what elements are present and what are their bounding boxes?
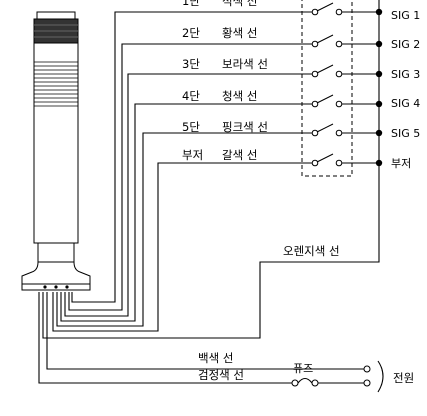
wire-color-label: 핑크색 선 — [222, 120, 268, 134]
tier-label: 1단 — [182, 0, 200, 8]
switch-box — [301, 0, 353, 177]
relay-contact-icon — [311, 2, 379, 16]
relay-contact-icon — [311, 123, 379, 137]
signal-wire — [56, 132, 312, 327]
signal-tower — [21, 11, 91, 291]
fuse-icon — [291, 377, 319, 387]
black-wire-label: 검정색 선 — [198, 368, 244, 382]
signal-label-3: SIG 3 — [391, 68, 420, 81]
tier-label: 부저 — [182, 148, 203, 162]
wire-color-label: 청색 선 — [222, 89, 257, 103]
signal-label-4: SIG 4 — [391, 97, 420, 110]
signal-wire — [60, 103, 312, 322]
white-wire-label: 백색 선 — [198, 351, 233, 365]
tier-label: 4단 — [182, 89, 200, 103]
black-wire — [38, 292, 292, 384]
black-wire-terminal — [363, 379, 371, 387]
wire-color-label: 적색 선 — [222, 0, 257, 8]
common-wire — [42, 165, 380, 339]
tier-label: 3단 — [182, 57, 200, 71]
wire-color-label: 황색 선 — [222, 26, 257, 40]
wire-label-2: 2단 황색 선 — [182, 26, 257, 40]
signal-label-5: SIG 5 — [391, 127, 420, 140]
wire-label-1: 1단 적색 선 — [182, 0, 257, 8]
wire-label-5: 5단 핑크색 선 — [182, 120, 268, 134]
wire-color-label: 갈색 선 — [222, 148, 257, 162]
power-label: 전원 — [393, 371, 414, 385]
signal-wire — [68, 43, 312, 311]
white-wire-terminal — [363, 365, 371, 373]
common-wire-label: 오렌지색 선 — [283, 244, 340, 258]
power-bracket — [377, 360, 384, 393]
signal-wire — [64, 73, 312, 317]
relay-contact-icon — [311, 34, 379, 48]
tier-label: 2단 — [182, 26, 200, 40]
tier-label: 5단 — [182, 120, 200, 134]
wire-label-4: 4단 청색 선 — [182, 89, 257, 103]
signal-label-buzzer: 부저 — [391, 157, 411, 170]
signal-wire — [52, 162, 312, 332]
relay-contact-icon — [311, 64, 379, 78]
relay-contact-icon — [311, 153, 379, 167]
signal-wire — [71, 11, 312, 303]
relay-contact-icon — [311, 94, 379, 108]
wire-label-6: 부저 갈색 선 — [182, 148, 257, 162]
signal-label-1: SIG 1 — [391, 9, 420, 22]
wire-color-label: 보라색 선 — [222, 57, 268, 71]
wire-label-3: 3단 보라색 선 — [182, 57, 268, 71]
white-wire — [46, 292, 364, 370]
signal-label-2: SIG 2 — [391, 38, 420, 51]
fuse-label: 퓨즈 — [293, 362, 313, 375]
